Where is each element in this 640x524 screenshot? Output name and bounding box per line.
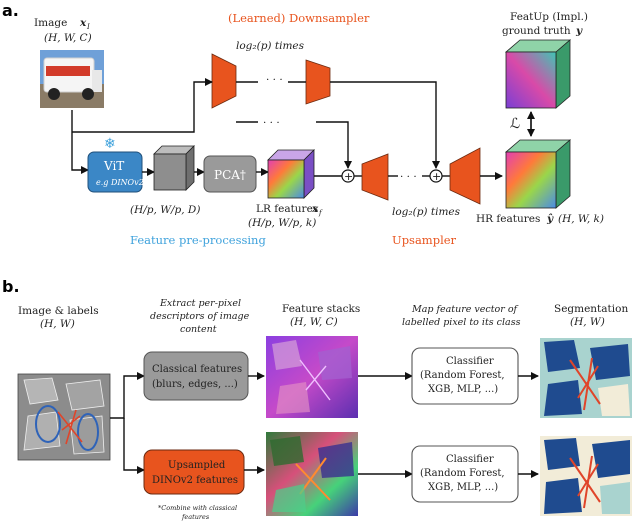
hr-var: ŷ bbox=[546, 212, 554, 225]
arrow-to-upsampled bbox=[123, 418, 145, 474]
stacks-dims: (H, W, C) bbox=[290, 316, 338, 328]
map-line-2: labelled pixel to its class bbox=[402, 317, 521, 328]
classifier-1-line-3: XGB, MLP, ...) bbox=[428, 384, 498, 395]
downsampler-ellipsis-2: · · · bbox=[263, 117, 280, 129]
lr-title: LR features bbox=[256, 203, 318, 215]
seg-dims: (H, W) bbox=[570, 316, 605, 328]
image-var-sub: I bbox=[86, 23, 90, 31]
vit-feature-cube bbox=[153, 145, 195, 191]
upsampler-times: log₂(p) times bbox=[392, 206, 461, 218]
arrow-to-classical bbox=[110, 372, 145, 419]
lr-var: x bbox=[311, 203, 319, 215]
featup-title-2: ground truth bbox=[502, 25, 571, 37]
upsampler-block-2 bbox=[449, 147, 481, 205]
classical-line-2: (blurs, edges, ...) bbox=[152, 379, 238, 390]
downsampler-ellipsis: · · · bbox=[266, 74, 283, 86]
preproc-label: Feature pre-processing bbox=[130, 233, 266, 247]
plus-2: + bbox=[432, 170, 441, 183]
vit-sub: e.g DINOv2 bbox=[96, 178, 144, 187]
map-line-1: Map feature vector of bbox=[411, 304, 519, 315]
plus-1: + bbox=[344, 170, 353, 183]
extract-line-1: Extract per-pixel bbox=[159, 298, 241, 309]
extract-line-3: content bbox=[180, 324, 217, 335]
downsampler-times: log₂(p) times bbox=[236, 40, 305, 52]
classifier-2-line-1: Classifier bbox=[446, 454, 494, 465]
arrow-image-vit bbox=[71, 110, 89, 174]
image-var: x bbox=[79, 17, 87, 29]
segmentation-output-2 bbox=[540, 436, 632, 516]
image-dims: (H, W, C) bbox=[44, 32, 92, 44]
note-line-1: *Combine with classical bbox=[158, 504, 237, 512]
feature-stack-classical bbox=[266, 336, 358, 418]
downsampler-title: (Learned) Downsampler bbox=[228, 11, 370, 25]
downsampler-block-2 bbox=[305, 59, 331, 105]
stacks-title: Feature stacks bbox=[282, 303, 360, 315]
seg-title: Segmentation bbox=[554, 303, 628, 315]
loss-symbol: ℒ bbox=[510, 116, 520, 132]
hr-dims: (H, W, k) bbox=[558, 213, 604, 225]
upsampled-line-2: DINOv2 features bbox=[152, 475, 238, 486]
extract-line-2: descriptors of image bbox=[150, 311, 250, 322]
featup-title-1: FeatUp (Impl.) bbox=[510, 11, 588, 23]
snowflake-icon: ❄ bbox=[104, 136, 116, 152]
input-micrograph bbox=[17, 373, 111, 461]
upsampler-block-1 bbox=[361, 153, 389, 201]
classical-features-box bbox=[143, 351, 249, 401]
arrow-image-downsampler bbox=[72, 78, 213, 133]
hr-features-cube bbox=[504, 139, 572, 209]
upsampled-features-box bbox=[143, 449, 245, 495]
pca-box bbox=[203, 155, 257, 193]
upsampled-line-1: Upsampled bbox=[168, 460, 226, 471]
vit-dims: (H/p, W/p, D) bbox=[130, 204, 200, 216]
note-line-2: features bbox=[181, 513, 210, 521]
featup-var: y bbox=[575, 25, 583, 37]
arrow-down-to-plus2 bbox=[330, 81, 440, 169]
panel-a-label: a. bbox=[2, 1, 19, 20]
feature-stack-upsampled bbox=[266, 432, 358, 516]
upsampler-ellipsis: · · · bbox=[400, 171, 417, 183]
downsampler-block-1 bbox=[211, 53, 237, 109]
classifier-2-line-3: XGB, MLP, ...) bbox=[428, 482, 498, 493]
image-labels-title: Image & labels bbox=[18, 305, 99, 317]
classifier-1-line-2: (Random Forest, bbox=[420, 370, 505, 381]
image-labels-dims: (H, W) bbox=[40, 318, 75, 330]
input-image bbox=[40, 50, 104, 108]
image-title: Image bbox=[34, 17, 67, 29]
lr-var-sub: f bbox=[318, 209, 323, 217]
lr-dims: (H/p, W/p, k) bbox=[248, 217, 316, 229]
classifier-1-line-1: Classifier bbox=[446, 356, 494, 367]
segmentation-output-1 bbox=[540, 338, 632, 418]
vit-label: ViT bbox=[103, 159, 124, 173]
arrow-down-to-plus1 bbox=[316, 121, 352, 169]
upsampler-label: Upsampler bbox=[392, 233, 457, 247]
lr-features-cube bbox=[267, 149, 315, 199]
featup-gt-cube bbox=[504, 39, 572, 109]
panel-b-label: b. bbox=[2, 277, 20, 296]
hr-title: HR features bbox=[476, 213, 540, 225]
classical-line-1: Classical features bbox=[152, 364, 242, 375]
pca-label: PCA† bbox=[214, 168, 246, 182]
classifier-2-line-2: (Random Forest, bbox=[420, 468, 505, 479]
